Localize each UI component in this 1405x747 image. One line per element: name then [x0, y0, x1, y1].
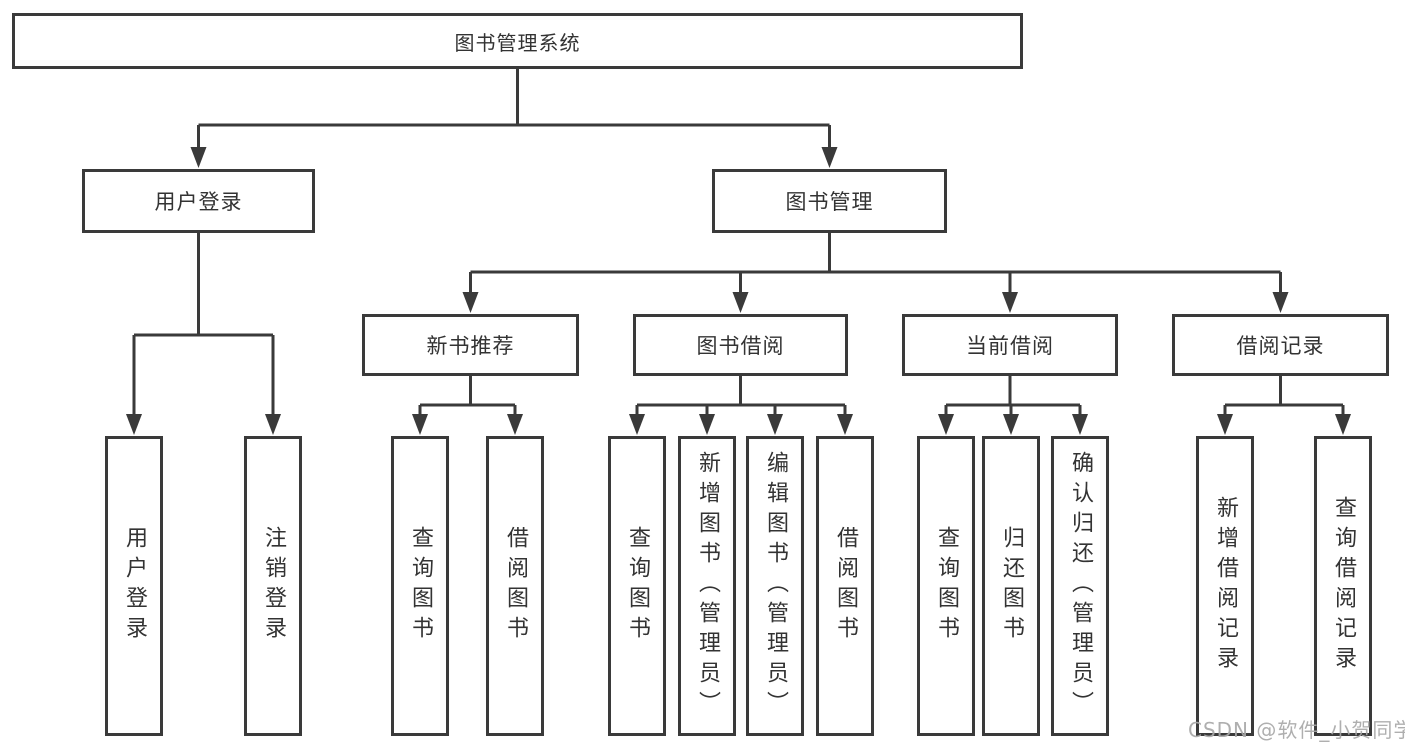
arrowheads — [126, 147, 1351, 435]
leaf-query-borrow-record: 查询借阅记录 — [1314, 436, 1372, 736]
node-label: 查询图书 — [408, 526, 433, 646]
leaf-borrow-books: 借阅图书 — [816, 436, 874, 736]
node-new-book-recommend: 新书推荐 — [362, 314, 579, 376]
node-label: 归还图书 — [999, 526, 1024, 646]
node-label: 查询图书 — [934, 526, 959, 646]
leaf-user-login: 用户登录 — [105, 436, 163, 736]
node-label: 用户登录 — [154, 190, 243, 214]
leaf-add-borrow-record: 新增借阅记录 — [1196, 436, 1254, 736]
node-label: 新书推荐 — [426, 334, 515, 358]
node-label: 确认归还（管理员） — [1068, 451, 1093, 721]
node-root-system: 图书管理系统 — [12, 13, 1023, 69]
node-label: 图书借阅 — [696, 334, 785, 358]
leaf-edit-books-admin: 编辑图书（管理员） — [746, 436, 804, 736]
leaf-borrow-books: 借阅图书 — [486, 436, 544, 736]
node-label: 借阅记录 — [1236, 334, 1325, 358]
leaf-logout: 注销登录 — [244, 436, 302, 736]
leaf-query-books: 查询图书 — [391, 436, 449, 736]
node-current-borrow: 当前借阅 — [902, 314, 1118, 376]
node-label: 注销登录 — [261, 526, 286, 646]
node-label: 图书管理 — [785, 190, 874, 214]
csdn-watermark: CSDN @软件_小贺同学 — [1188, 718, 1405, 742]
node-label: 新增借阅记录 — [1213, 496, 1238, 676]
node-label: 用户登录 — [122, 526, 147, 646]
node-label: 查询借阅记录 — [1331, 496, 1356, 676]
node-book-borrow: 图书借阅 — [633, 314, 848, 376]
node-borrow-record: 借阅记录 — [1172, 314, 1389, 376]
node-label: 查询图书 — [625, 526, 650, 646]
node-label: 图书管理系统 — [454, 30, 581, 55]
leaf-confirm-return-admin: 确认归还（管理员） — [1051, 436, 1109, 736]
node-label: 编辑图书（管理员） — [763, 451, 788, 721]
node-user-login: 用户登录 — [82, 169, 315, 233]
node-label: 新增图书（管理员） — [695, 451, 720, 721]
node-label: 借阅图书 — [833, 526, 858, 646]
leaf-query-books: 查询图书 — [608, 436, 666, 736]
leaf-query-books: 查询图书 — [917, 436, 975, 736]
node-book-management: 图书管理 — [712, 169, 947, 233]
node-label: 借阅图书 — [503, 526, 528, 646]
leaf-return-books: 归还图书 — [982, 436, 1040, 736]
node-label: 当前借阅 — [966, 334, 1054, 358]
leaf-add-books-admin: 新增图书（管理员） — [678, 436, 736, 736]
